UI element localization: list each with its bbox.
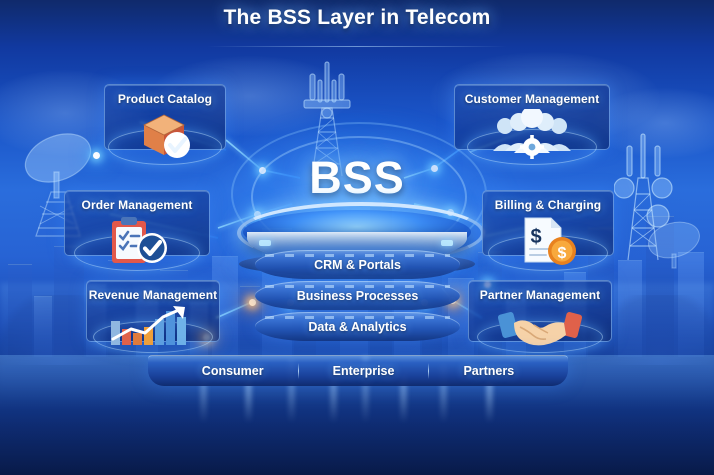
audience-enterprise[interactable]: Enterprise — [332, 364, 395, 378]
box-check-icon — [143, 114, 190, 158]
layer-label: Business Processes — [296, 288, 419, 303]
node-billing-charging[interactable]: Billing & Charging $ $ — [482, 190, 614, 271]
bss-layer-stack: CRM & Portals Business Processes Data & … — [255, 250, 460, 343]
node-label: Order Management — [81, 198, 193, 212]
layer-dashes — [265, 285, 450, 288]
audience-partners[interactable]: Partners — [463, 364, 515, 378]
layer-dashes — [265, 316, 450, 319]
handshake-icon — [497, 312, 583, 346]
icon-halo — [477, 321, 603, 353]
audience-consumer[interactable]: Consumer — [201, 364, 264, 378]
platform-indicator — [441, 240, 453, 246]
audience-bar: Consumer Enterprise Partners — [148, 355, 568, 386]
svg-text:$: $ — [530, 226, 541, 248]
node-partner-management[interactable]: Partner Management — [468, 280, 612, 353]
node-label: Billing & Charging — [494, 198, 602, 212]
audience-divider — [428, 363, 430, 379]
audience-divider — [297, 363, 299, 379]
link-node — [93, 152, 100, 159]
node-icon-area — [65, 213, 209, 271]
node-label: Partner Management — [479, 288, 601, 302]
people-gear-icon — [493, 109, 571, 159]
node-icon-area — [105, 107, 225, 165]
layer-crm-portals[interactable]: CRM & Portals — [255, 250, 460, 279]
layer-label: Data & Analytics — [308, 319, 407, 334]
layer-dashes — [265, 254, 450, 257]
node-label: Customer Management — [464, 92, 600, 106]
hub-label: BSS — [309, 152, 405, 203]
invoice-dollar-icon: $ $ — [524, 217, 576, 265]
clipboard-check-icon — [112, 217, 167, 263]
layer-business-processes[interactable]: Business Processes — [255, 281, 460, 310]
node-label: Product Catalog — [117, 92, 213, 106]
icon-halo — [93, 321, 213, 353]
node-icon-area — [87, 303, 219, 353]
svg-text:$: $ — [558, 245, 567, 262]
node-customer-management[interactable]: Customer Management — [454, 84, 610, 165]
node-order-management[interactable]: Order Management — [64, 190, 210, 271]
title-divider — [207, 46, 507, 47]
layer-data-analytics[interactable]: Data & Analytics — [255, 312, 460, 341]
node-icon-area: $ $ — [483, 213, 613, 271]
page-title: The BSS Layer in Telecom — [223, 6, 491, 29]
node-icon-area — [455, 107, 609, 165]
icon-halo — [467, 129, 597, 165]
node-icon-area — [469, 303, 611, 353]
platform-indicator — [259, 240, 271, 246]
bar-chart-arrow-icon — [111, 306, 186, 345]
node-label: Revenue Management — [88, 288, 218, 302]
node-product-catalog[interactable]: Product Catalog — [104, 84, 226, 165]
page-title-bar: The BSS Layer in Telecom — [0, 6, 714, 30]
node-revenue-management[interactable]: Revenue Management — [86, 280, 220, 353]
layer-label: CRM & Portals — [314, 257, 401, 272]
